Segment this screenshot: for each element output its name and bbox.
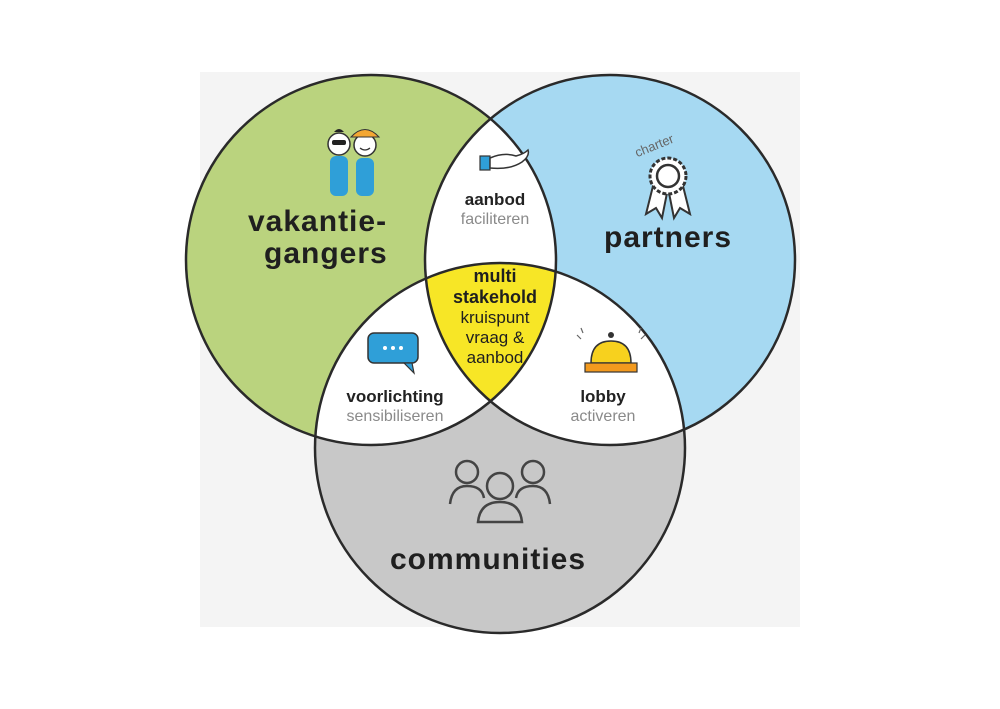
label-faciliteren: faciliteren	[460, 211, 530, 228]
label-activeren: activeren	[570, 408, 636, 425]
label-center-stakehold: stakehold	[452, 287, 538, 307]
group-people-icon	[448, 459, 552, 524]
speech-bubble-icon	[367, 332, 419, 375]
label-voorlichting: voorlichting	[346, 387, 444, 406]
label-lobby: lobby	[580, 387, 626, 406]
label-partners: partners	[604, 221, 733, 254]
two-people-icon	[327, 129, 381, 196]
label-vakantiegangers-2: gangers	[264, 237, 388, 270]
label-center-aanbod: aanbod	[466, 348, 524, 367]
label-sensibiliseren: sensibiliseren	[346, 408, 444, 425]
service-bell-icon	[576, 327, 646, 373]
label-communities: communities	[390, 543, 587, 576]
label-voorlichting-group: voorlichting sensibiliseren	[330, 387, 460, 426]
label-lobby-group: lobby activeren	[553, 387, 653, 426]
giving-hand-icon	[479, 148, 530, 171]
label-aanbod: aanbod	[464, 190, 526, 209]
label-vakantiegangers-1: vakantie-	[248, 205, 388, 238]
label-center-kruispunt: kruispunt	[460, 308, 530, 327]
label-center-group: multi stakehold kruispunt vraag & aanbod	[440, 266, 550, 368]
label-center-vraag: vraag &	[465, 328, 525, 347]
charter-rosette-icon	[644, 156, 692, 221]
label-aanbod-group: aanbod faciliteren	[450, 190, 540, 229]
label-center-multi: multi	[473, 266, 517, 286]
